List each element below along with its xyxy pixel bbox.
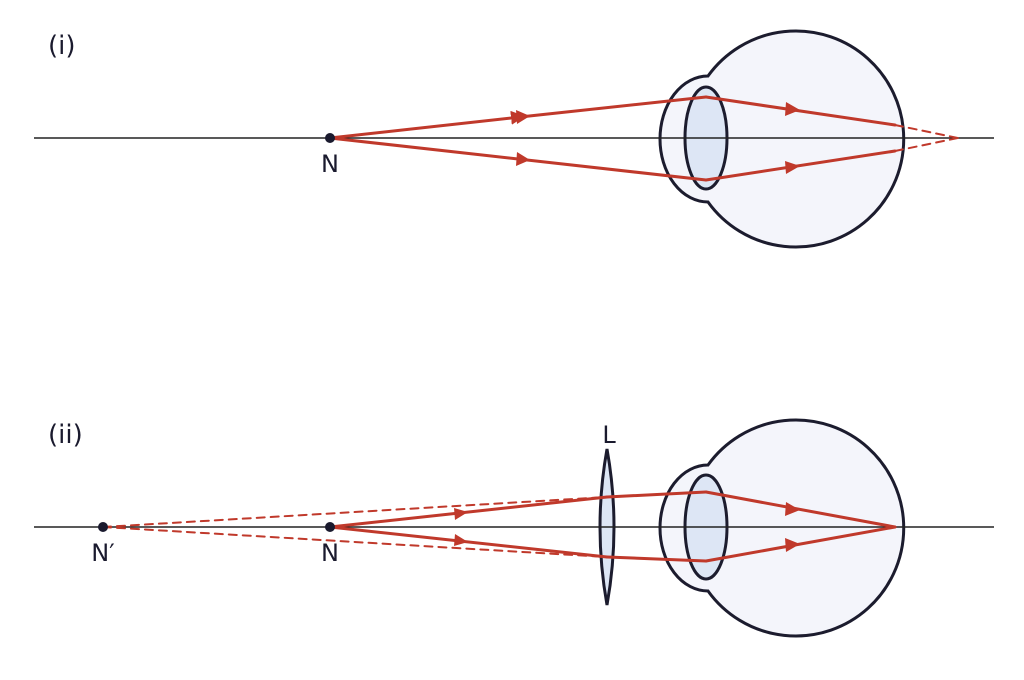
ray-upper-refracted-ii (704, 490, 897, 529)
ray-lower-after-lens-ii (605, 555, 708, 563)
virtual-point (98, 522, 108, 532)
ray-upper-virtual-ii (102, 496, 608, 528)
ray-lower-extension-i (894, 137, 959, 152)
ray-lower-refracted-ii (704, 525, 897, 563)
panel-i-label: (i) (48, 31, 76, 61)
panel-ii-label: (ii) (48, 420, 83, 450)
ray-upper-after-lens-ii (605, 490, 708, 499)
arrowheads-i (516, 102, 800, 174)
ray-upper-refracted-i (704, 95, 897, 127)
arrow-upper-refr-ii (785, 502, 800, 516)
arrow-upper-i (516, 110, 530, 124)
ray-lower-ii (328, 525, 609, 559)
arrowheads-ii (454, 502, 800, 552)
rays-ii (102, 490, 897, 563)
eyeball-i (658, 29, 906, 249)
eye-ii (658, 418, 906, 638)
object-point-label-i: N (321, 150, 339, 178)
arrow-lower-i (516, 152, 530, 166)
panel-i: (i) N (34, 29, 994, 249)
arrow-upper-ii (454, 508, 468, 520)
eyeball-ii (658, 418, 906, 638)
arrow-lower-refr-ii (785, 538, 800, 552)
ray-lower-refracted-i (704, 149, 897, 182)
ray-upper-extension-i (894, 124, 959, 139)
object-point-i (325, 133, 335, 143)
object-point-ii (325, 522, 335, 532)
ray-upper-ii (328, 495, 609, 529)
eye-i (658, 29, 906, 249)
arrow-lower-refr-i (785, 161, 800, 174)
lens-label: L (602, 421, 616, 449)
panel-ii: (ii) L N′ (34, 418, 994, 638)
object-point-label-ii: N (321, 539, 339, 567)
arrow-upper-refr-i (785, 102, 800, 116)
arrow-lower-ii (454, 534, 468, 546)
virtual-point-label: N′ (91, 539, 114, 567)
ray-lower-virtual-ii (102, 526, 608, 558)
